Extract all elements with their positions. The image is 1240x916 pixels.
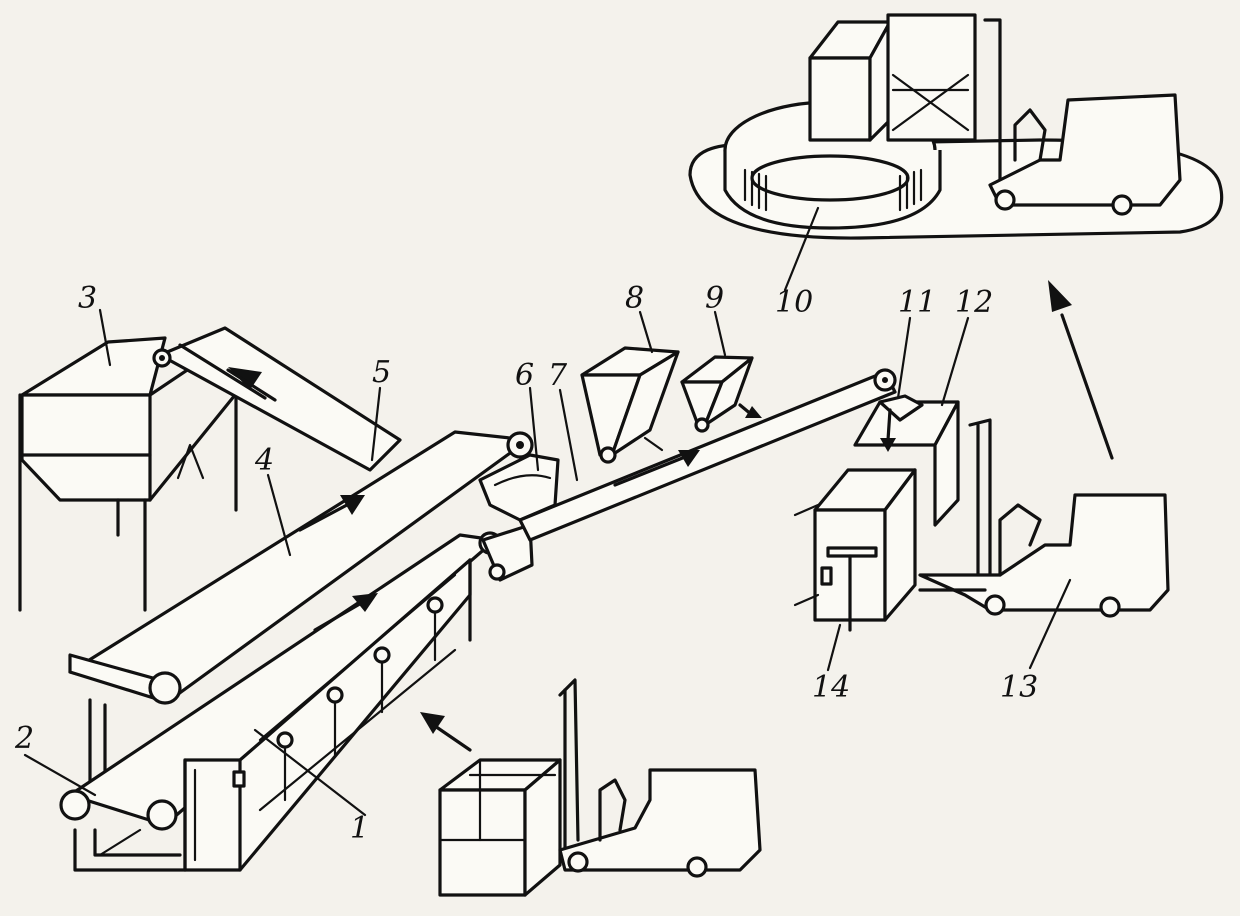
hatch-marks [743, 168, 923, 212]
number-labels: 1 2 3 4 5 6 7 8 9 10 11 12 13 14 [14, 281, 1038, 846]
label-3: 3 [78, 281, 97, 316]
label-14: 14 [812, 670, 850, 705]
lower-forklift [438, 678, 762, 897]
arrow-feed [420, 712, 472, 752]
conveyor-4 [68, 430, 534, 792]
label-12: 12 [955, 285, 993, 320]
frame-1 [73, 558, 472, 872]
label-6: 6 [515, 358, 534, 393]
label-9: 9 [705, 281, 724, 316]
container-14 [793, 468, 917, 632]
bunker-8 [580, 346, 680, 464]
bunker-9 [680, 355, 754, 433]
conveyor-5 [152, 326, 402, 472]
label-4: 4 [254, 443, 274, 478]
label-10: 10 [775, 285, 813, 320]
leader-lines [23, 206, 1072, 817]
label-8: 8 [625, 281, 644, 316]
label-13: 13 [1000, 670, 1038, 705]
mixer-11-12 [853, 394, 960, 527]
vibrator-units [232, 596, 444, 802]
label-2: 2 [14, 721, 34, 756]
arrow-to-storage [1048, 280, 1114, 460]
hopper-3 [18, 336, 238, 612]
forklift-13 [918, 418, 1170, 618]
label-1: 1 [350, 811, 369, 846]
label-5: 5 [372, 355, 391, 390]
transfer-6 [478, 453, 560, 582]
label-11: 11 [898, 285, 936, 320]
conveyor-7 [518, 368, 897, 542]
storage-10 [688, 13, 1224, 240]
label-7: 7 [548, 358, 568, 393]
